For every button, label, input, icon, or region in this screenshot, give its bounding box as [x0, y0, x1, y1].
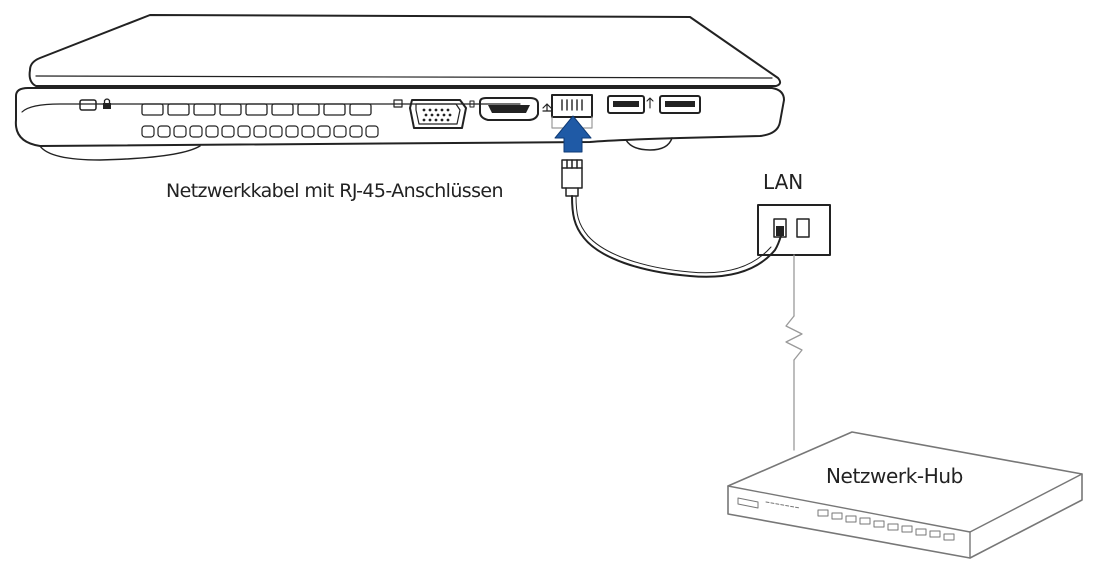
kensington-lock-icon — [103, 98, 111, 109]
laptop-lid — [28, 14, 782, 87]
laptop-base — [14, 87, 785, 147]
vent-row-bottom — [141, 125, 379, 138]
lock-slot — [79, 99, 97, 111]
laptop-foot-left — [39, 145, 201, 161]
link-line — [785, 254, 803, 451]
vga-marker — [469, 100, 475, 108]
usb-port-icon — [607, 95, 701, 114]
vga-port-icon — [393, 99, 467, 129]
hdmi-port-icon — [479, 97, 539, 121]
lan-label: LAN — [763, 170, 804, 194]
rj45-plug — [561, 159, 583, 197]
laptop-base-contour — [21, 103, 521, 113]
laptop — [14, 14, 785, 161]
insert-arrow-icon — [554, 115, 592, 153]
vent-row-top — [141, 103, 372, 116]
network-cable-inner — [575, 195, 772, 274]
laptop-foot-right — [625, 137, 673, 151]
laptop-lid-edge — [35, 75, 773, 79]
network-hub-icon — [727, 431, 1083, 559]
hub-label: Netzwerk-Hub — [826, 464, 963, 488]
network-cable — [571, 195, 784, 278]
cable-label: Netzwerkkabel mit RJ-45-Anschlüssen — [166, 180, 504, 202]
lan-wall-socket-icon — [757, 204, 831, 256]
